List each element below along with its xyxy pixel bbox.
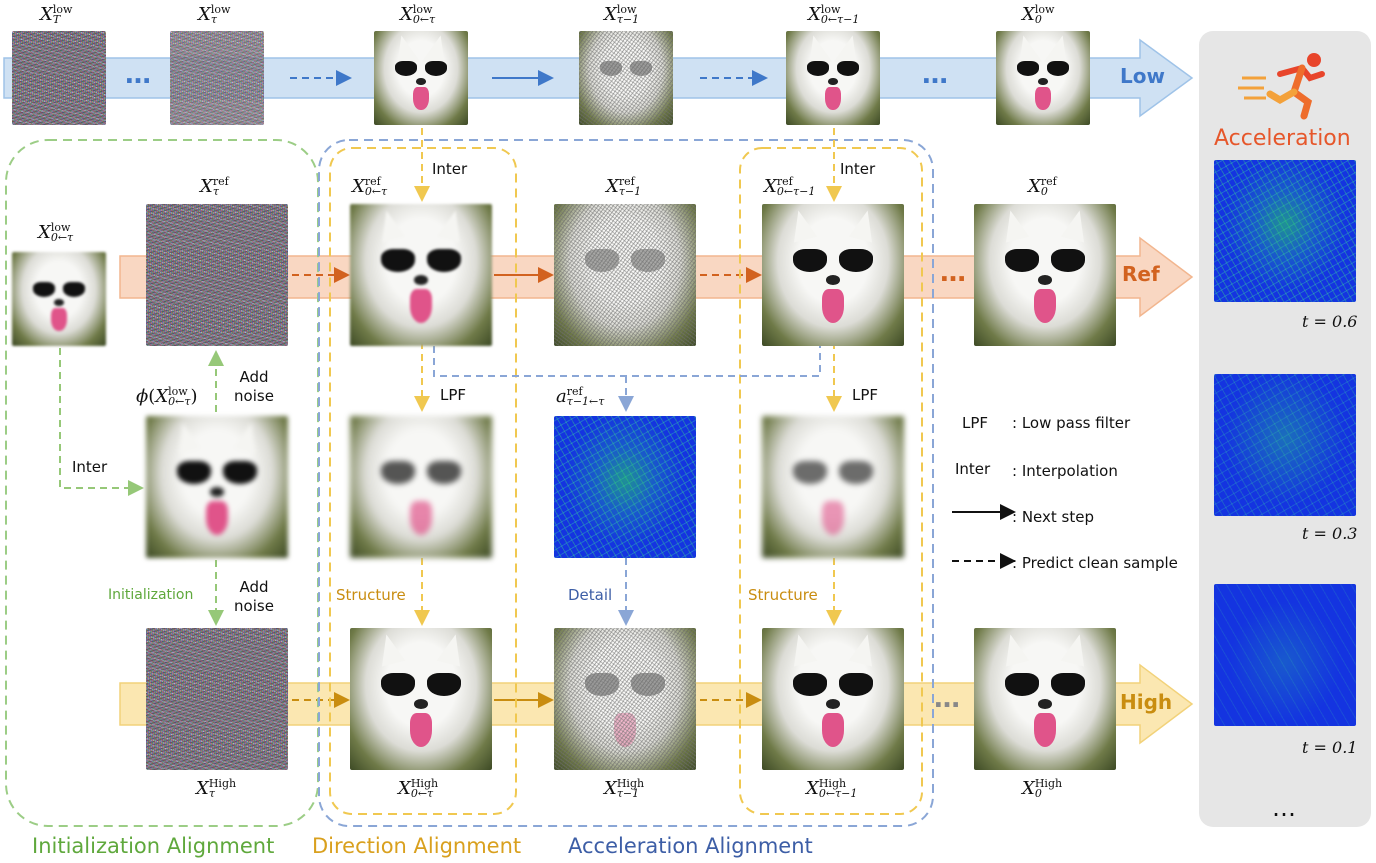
acceleration-title: Acceleration <box>1214 126 1351 151</box>
low-dog-tile-final <box>996 31 1090 125</box>
green-inter-connector <box>59 348 144 496</box>
ref-input-low-dog-tile <box>12 252 106 346</box>
low-dog-tile-pred-tau-1 <box>786 31 880 125</box>
low-dog-tile-pred-tau <box>374 31 468 125</box>
panel-heatmap-1 <box>1214 160 1356 302</box>
initialization-region <box>5 139 319 827</box>
low-noisy-dog-tile <box>579 31 673 125</box>
phi-blurred-dog-tile <box>146 416 288 558</box>
ref-noise-tile-tau <box>146 204 288 346</box>
legend-lpf-key: LPF <box>962 414 989 432</box>
step-label-0-1: t = 0.1 <box>1302 738 1358 757</box>
panel-heatmap-3 <box>1214 584 1356 726</box>
structure-tag-col2: Structure <box>748 586 818 604</box>
legend-inter-value: : Interpolation <box>1012 462 1118 480</box>
low-ellipsis-1: … <box>125 60 151 90</box>
caption-direction-alignment: Direction Alignment <box>312 834 522 858</box>
inter-tag-green: Inter <box>72 458 108 476</box>
caption-acceleration-alignment: Acceleration Alignment <box>568 834 813 858</box>
ref-ellipsis: … <box>940 258 966 288</box>
high-dog-tile-pred-tau <box>350 628 492 770</box>
ref-dog-tile-pred-tau <box>350 204 492 346</box>
low-ellipsis-2: … <box>922 60 948 90</box>
panel-heatmap-2 <box>1214 374 1356 516</box>
high-ellipsis: … <box>934 684 960 714</box>
add-noise-tag-1: Add noise <box>234 368 274 405</box>
lpf-tag-col1: LPF <box>440 386 467 404</box>
step-label-0-3: t = 0.3 <box>1302 524 1358 543</box>
high-dog-tile-final <box>974 628 1116 770</box>
high-noisy-dog-tile <box>554 628 696 770</box>
ref-row-label: Ref <box>1122 262 1160 286</box>
lpf-dog-tile-col1 <box>350 416 492 558</box>
high-noise-tile-tau <box>146 628 288 770</box>
low-noise-tile-T <box>12 31 106 125</box>
direction-region-1 <box>329 147 517 815</box>
attention-connector <box>433 346 821 377</box>
add-noise-tag-2: Add noise <box>234 578 274 615</box>
inter-tag-col2: Inter <box>840 160 876 178</box>
high-dog-tile-pred-tau-1 <box>762 628 904 770</box>
legend-inter-key: Inter <box>955 460 991 478</box>
detail-tag: Detail <box>568 586 613 604</box>
panel-end-ellipsis: … <box>1272 794 1296 822</box>
ref-dog-tile-final <box>974 204 1116 346</box>
step-label-0-6: t = 0.6 <box>1302 312 1358 331</box>
legend-next-step-value: : Next step <box>1012 508 1094 526</box>
lpf-dog-tile-col2 <box>762 416 904 558</box>
ref-dog-tile-pred-tau-1 <box>762 204 904 346</box>
runner-icon <box>1236 48 1332 120</box>
lpf-tag-col2: LPF <box>852 386 879 404</box>
direction-region-2 <box>739 147 923 815</box>
caption-initialization-alignment: Initialization Alignment <box>32 834 275 858</box>
low-noise-tile-tau <box>170 31 264 125</box>
ref-noisy-dog-tile <box>554 204 696 346</box>
initialization-tag: Initialization <box>108 587 194 603</box>
low-row-label: Low <box>1120 64 1165 88</box>
structure-tag-col1: Structure <box>336 586 406 604</box>
acceleration-region <box>318 139 934 827</box>
attention-map-tile <box>554 416 696 558</box>
legend-lpf-value: : Low pass filter <box>1012 414 1131 432</box>
high-row-label: High <box>1120 690 1173 714</box>
inter-tag-col1: Inter <box>432 160 468 178</box>
legend-predict-clean-value: : Predict clean sample <box>1012 554 1178 572</box>
